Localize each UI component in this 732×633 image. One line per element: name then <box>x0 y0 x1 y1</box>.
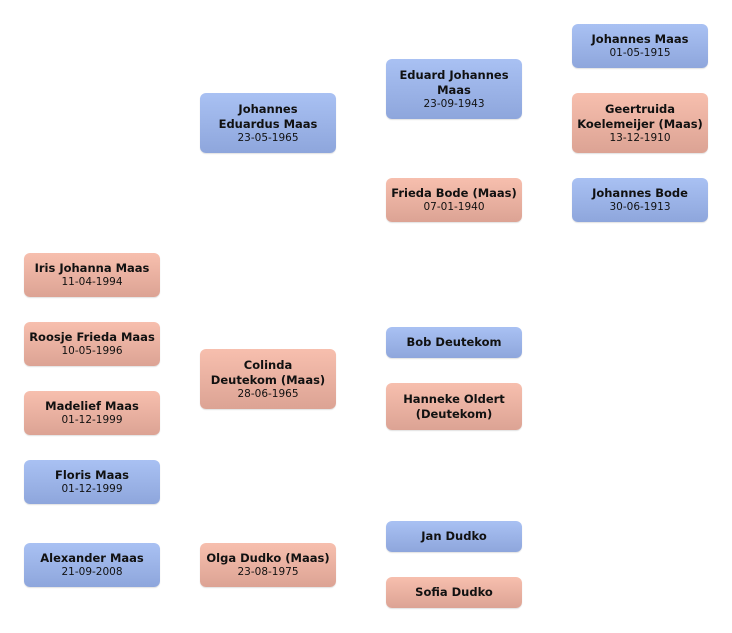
person-name: Jan Dudko <box>421 529 487 543</box>
person-name: Johannes Maas <box>591 32 689 46</box>
person-birthdate: 01-12-1999 <box>61 483 123 495</box>
person-node-iris-johanna-maas[interactable]: Iris Johanna Maas 11-04-1994 <box>24 253 160 297</box>
person-node-johannes-eduardus-maas[interactable]: Johannes Eduardus Maas 23-05-1965 <box>200 93 336 153</box>
person-node-johannes-maas[interactable]: Johannes Maas 01-05-1915 <box>572 24 708 68</box>
person-name: Eduard Johannes Maas <box>399 67 509 97</box>
person-name: Alexander Maas <box>40 551 144 565</box>
person-node-olga-dudko[interactable]: Olga Dudko (Maas) 23-08-1975 <box>200 543 336 587</box>
person-name: Sofia Dudko <box>415 585 493 599</box>
person-name: Iris Johanna Maas <box>34 261 150 275</box>
person-name: Madelief Maas <box>45 399 139 413</box>
person-node-floris-maas[interactable]: Floris Maas 01-12-1999 <box>24 460 160 504</box>
person-birthdate: 21-09-2008 <box>61 566 123 578</box>
person-name: Hanneke Oldert (Deutekom) <box>403 391 505 421</box>
person-name: Johannes Eduardus Maas <box>218 101 318 131</box>
person-birthdate: 07-01-1940 <box>423 201 485 213</box>
person-node-frieda-bode[interactable]: Frieda Bode (Maas) 07-01-1940 <box>386 178 522 222</box>
person-node-hanneke-oldert[interactable]: Hanneke Oldert (Deutekom) <box>386 383 522 430</box>
person-name: Roosje Frieda Maas <box>29 330 155 344</box>
person-birthdate: 01-12-1999 <box>61 414 123 426</box>
person-node-madelief-maas[interactable]: Madelief Maas 01-12-1999 <box>24 391 160 435</box>
person-birthdate: 10-05-1996 <box>61 345 123 357</box>
person-name: Frieda Bode (Maas) <box>391 186 517 200</box>
person-birthdate: 23-08-1975 <box>237 566 299 578</box>
person-node-johannes-bode[interactable]: Johannes Bode 30-06-1913 <box>572 178 708 222</box>
person-birthdate: 23-09-1943 <box>423 97 485 110</box>
person-birthdate: 01-05-1915 <box>609 47 671 59</box>
person-birthdate: 13-12-1910 <box>609 131 671 144</box>
person-name: Olga Dudko (Maas) <box>206 551 330 565</box>
person-birthdate: 23-05-1965 <box>237 131 299 144</box>
person-name: Colinda Deutekom (Maas) <box>210 357 326 387</box>
person-node-geertruida-koelemeijer[interactable]: Geertruida Koelemeijer (Maas) 13-12-1910 <box>572 93 708 153</box>
person-node-colinda-deutekom[interactable]: Colinda Deutekom (Maas) 28-06-1965 <box>200 349 336 409</box>
person-name: Floris Maas <box>55 468 129 482</box>
person-name: Geertruida Koelemeijer (Maas) <box>577 101 703 131</box>
person-name: Johannes Bode <box>592 186 688 200</box>
person-node-bob-deutekom[interactable]: Bob Deutekom <box>386 327 522 358</box>
person-node-eduard-johannes-maas[interactable]: Eduard Johannes Maas 23-09-1943 <box>386 59 522 119</box>
person-node-sofia-dudko[interactable]: Sofia Dudko <box>386 577 522 608</box>
person-node-roosje-frieda-maas[interactable]: Roosje Frieda Maas 10-05-1996 <box>24 322 160 366</box>
person-node-jan-dudko[interactable]: Jan Dudko <box>386 521 522 552</box>
person-birthdate: 30-06-1913 <box>609 201 671 213</box>
person-birthdate: 28-06-1965 <box>237 387 299 400</box>
person-node-alexander-maas[interactable]: Alexander Maas 21-09-2008 <box>24 543 160 587</box>
person-birthdate: 11-04-1994 <box>61 276 123 288</box>
person-name: Bob Deutekom <box>406 335 502 349</box>
